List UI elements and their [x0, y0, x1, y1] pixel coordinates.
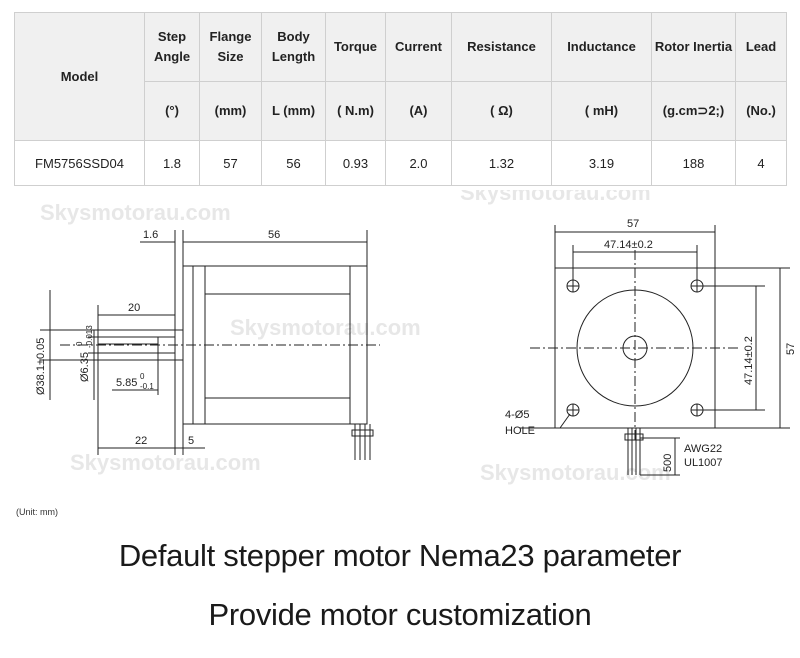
unit-row: (°) (mm) L (mm) ( N.m) (A) ( Ω) ( mH) (g…	[15, 81, 787, 141]
svg-text:57: 57	[785, 343, 797, 355]
dim-hole-spacing-vertical: 47.14±0.2	[743, 336, 755, 385]
watermark: Skysmotorau.com	[40, 200, 231, 225]
dim-boss-diameter: Ø38.1±0.05	[35, 338, 47, 395]
svg-text:500: 500	[662, 454, 674, 472]
table-cell: 1.32	[451, 140, 552, 186]
table-cell: 4	[735, 140, 787, 186]
header-resistance: Resistance	[451, 12, 552, 82]
dim-flat: 5.85	[116, 377, 137, 389]
header-current: Current	[385, 12, 452, 82]
wire-standard: UL1007	[684, 457, 723, 469]
header-lead: Lead	[735, 12, 787, 82]
header-step-angle: Step Angle	[144, 12, 200, 82]
unit-note: (Unit: mm)	[16, 507, 58, 517]
lead-length: 500	[662, 454, 674, 472]
table-cell: 0.93	[325, 140, 386, 186]
front-view	[520, 225, 790, 476]
holes-label: 4-Ø5	[505, 409, 529, 421]
table-cell: 188	[651, 140, 736, 186]
watermark: Skysmotorau.com	[70, 450, 261, 475]
unit-cell: (g.cm⊃2;)	[651, 81, 736, 141]
header-flange-size: Flange Size	[199, 12, 262, 82]
caption-title: Default stepper motor Nema23 parameter	[118, 538, 682, 573]
watermark: Skysmotorau.com	[460, 190, 651, 205]
table-cell: 2.0	[385, 140, 452, 186]
dimension-drawing: Skysmotorau.com Skysmotorau.com Skysmoto…	[35, 190, 797, 485]
header-torque: Torque	[325, 12, 386, 82]
spec-table: Model Step Angle Flange Size Body Length…	[14, 12, 787, 186]
unit-cell: ( N.m)	[325, 81, 386, 141]
dim-height: 57	[785, 343, 797, 355]
cell-model: FM5756SSD04	[14, 140, 145, 186]
table-cell: 56	[261, 140, 326, 186]
header-model: Model	[14, 12, 145, 141]
dim-body-length: 56	[268, 229, 280, 241]
svg-text:0: 0	[75, 341, 84, 346]
dim-flat-tol-bottom: -0.1	[140, 382, 154, 391]
dim-flange: 1.6	[143, 229, 158, 241]
dim-boss-height: 5	[188, 435, 194, 447]
svg-text:Ø38.1±0.05: Ø38.1±0.05	[35, 338, 47, 395]
svg-text:47.14±0.2: 47.14±0.2	[743, 336, 755, 385]
svg-text:-0.013: -0.013	[85, 325, 94, 348]
header-body-length: Body Length	[261, 12, 326, 82]
unit-cell: (°)	[144, 81, 200, 141]
side-view	[40, 230, 380, 460]
table-row: FM5756SSD04 1.8 57 56 0.93 2.0 1.32 3.19…	[14, 140, 787, 186]
dim-hole-spacing: 47.14±0.2	[604, 239, 653, 251]
holes-label-2: HOLE	[505, 425, 535, 437]
watermark: Skysmotorau.com	[480, 460, 671, 485]
watermark: Skysmotorau.com	[230, 315, 421, 340]
unit-cell: (mm)	[199, 81, 262, 141]
table-cell: 1.8	[144, 140, 200, 186]
header-row: Model Step Angle Flange Size Body Length…	[14, 12, 787, 141]
caption-subtitle: Provide motor customization	[208, 597, 592, 632]
unit-cell: L (mm)	[261, 81, 326, 141]
dim-shaft-diameter: Ø6.35 0 -0.013	[75, 325, 94, 382]
svg-text:Ø6.35: Ø6.35	[79, 352, 91, 382]
dim-width: 57	[627, 218, 639, 230]
table-cell: 3.19	[551, 140, 652, 186]
header-rotor-inertia: Rotor Inertia	[651, 12, 736, 82]
unit-cell: (A)	[385, 81, 452, 141]
unit-cell: (No.)	[735, 81, 787, 141]
unit-cell: ( Ω)	[451, 81, 552, 141]
table-cell: 57	[199, 140, 262, 186]
dim-flat-tol-top: 0	[140, 372, 145, 381]
unit-cell: ( mH)	[551, 81, 652, 141]
dim-shaft-total: 22	[135, 435, 147, 447]
dim-shaft-length: 20	[128, 302, 140, 314]
wire-gauge: AWG22	[684, 443, 722, 455]
header-inductance: Inductance	[551, 12, 652, 82]
